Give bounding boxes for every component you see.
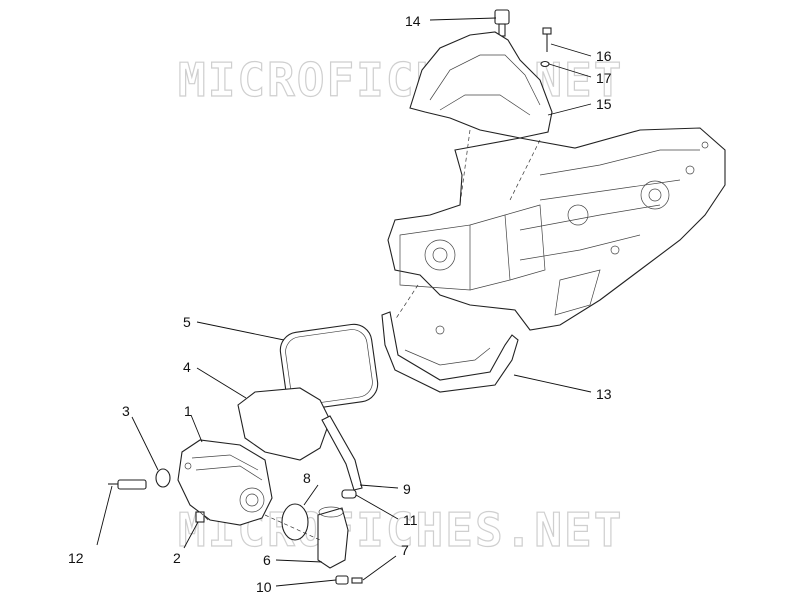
part-3-oring bbox=[155, 468, 171, 488]
callout-7: 7 bbox=[401, 542, 409, 558]
part-15-top-cover bbox=[409, 31, 553, 139]
callout-9: 9 bbox=[403, 481, 411, 497]
part-6-breather bbox=[317, 506, 349, 569]
part-17-washer bbox=[540, 60, 550, 68]
callout-3: 3 bbox=[122, 403, 130, 419]
callout-10: 10 bbox=[256, 579, 272, 595]
part-10-clip bbox=[335, 575, 349, 585]
callout-12: 12 bbox=[68, 550, 84, 566]
part-2-screw bbox=[195, 511, 205, 523]
part-8-oring bbox=[281, 503, 309, 541]
callout-2: 2 bbox=[173, 550, 181, 566]
watermark-top: MICROFICHES.NET bbox=[178, 53, 623, 107]
part-12-spark-plug bbox=[108, 479, 147, 490]
callout-8: 8 bbox=[303, 470, 311, 486]
leader-lines bbox=[96, 17, 592, 587]
part-4-gasket bbox=[237, 387, 331, 461]
callout-15: 15 bbox=[596, 96, 612, 112]
part-5-gasket bbox=[279, 323, 379, 411]
callout-4: 4 bbox=[183, 359, 191, 375]
part-11-clamp bbox=[341, 489, 357, 499]
part-7-screw bbox=[351, 577, 363, 584]
callout-14: 14 bbox=[405, 13, 421, 29]
callout-5: 5 bbox=[183, 314, 191, 330]
engine-crankcase bbox=[387, 127, 726, 331]
part-14-sensor bbox=[494, 9, 510, 37]
callout-1: 1 bbox=[184, 403, 192, 419]
part-16-bolt bbox=[542, 27, 552, 52]
callout-17: 17 bbox=[596, 70, 612, 86]
part-9-hose bbox=[321, 415, 363, 491]
callout-6: 6 bbox=[263, 552, 271, 568]
callout-11: 11 bbox=[403, 512, 418, 528]
part-13-lower-cover bbox=[381, 311, 519, 393]
callout-16: 16 bbox=[596, 48, 612, 64]
part-1-valve-cover bbox=[177, 439, 273, 526]
callout-13: 13 bbox=[596, 386, 612, 402]
